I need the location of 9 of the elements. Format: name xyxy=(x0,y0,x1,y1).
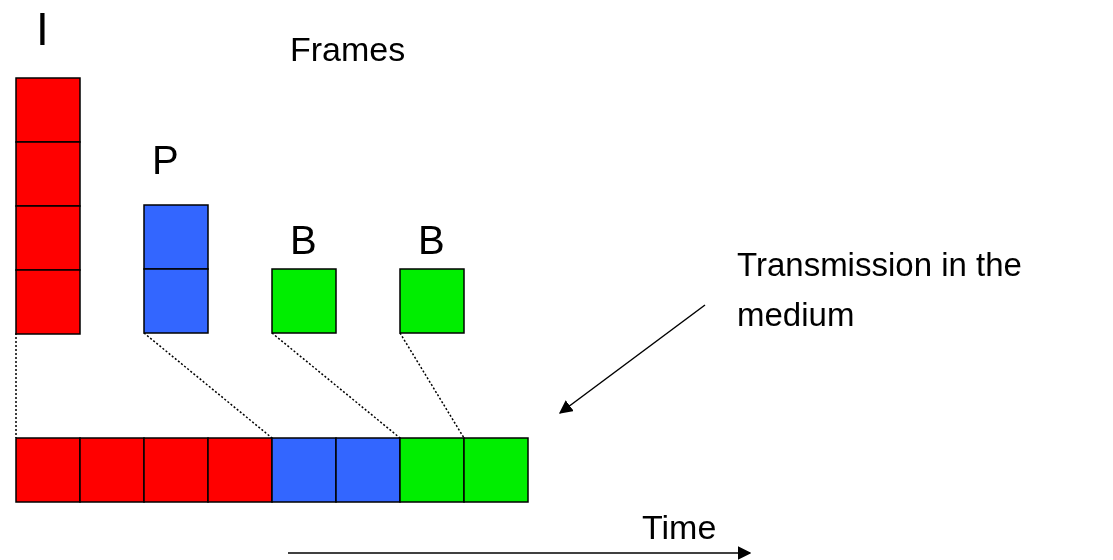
leader-line xyxy=(558,304,706,414)
frame-type-label: P xyxy=(152,140,179,180)
axis-label: Time xyxy=(642,510,717,544)
frame-type-label: I xyxy=(36,6,49,52)
frame-type-label: B xyxy=(418,220,445,260)
annotation-text: Transmission in the medium xyxy=(737,245,1023,335)
heading-text: Frames xyxy=(290,32,406,66)
dotted-line xyxy=(399,332,465,439)
frame-type-label: B xyxy=(290,220,317,260)
